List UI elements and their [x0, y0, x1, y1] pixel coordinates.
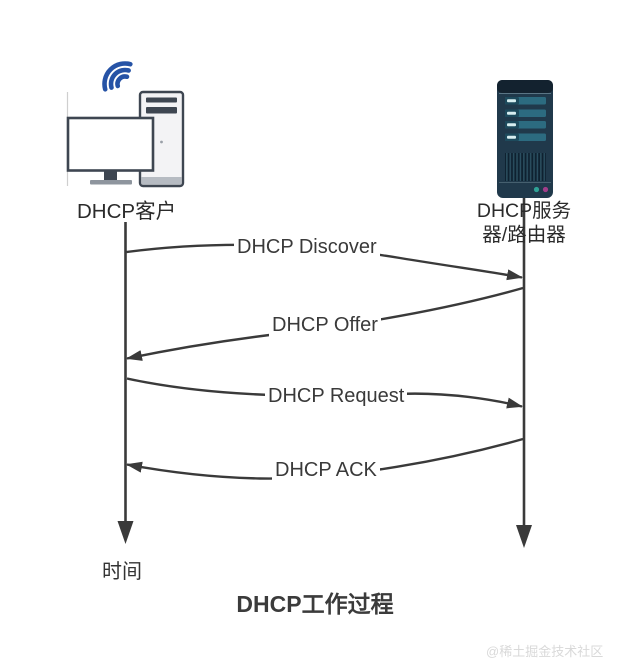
server-vent-grille — [505, 153, 546, 181]
desktop-computer-icon — [66, 90, 185, 188]
server-icon — [497, 80, 553, 198]
tower-base-strip — [141, 177, 182, 185]
monitor-stand-neck — [104, 170, 117, 180]
message-label-dhcp-request: DHCP Request — [265, 385, 408, 408]
diagram-title: DHCP工作过程 — [236, 591, 394, 617]
time-axis-label: 时间 — [102, 561, 142, 583]
message-arrows — [126, 243, 524, 480]
monitor-screen — [66, 116, 155, 172]
tower-power-button — [160, 140, 163, 144]
message-label-dhcp-offer: DHCP Offer — [269, 314, 381, 337]
watermark-text: @稀土掘金技术社区 — [486, 644, 604, 659]
lifelines — [117, 198, 532, 548]
client-lifeline-arrow-icon — [117, 521, 134, 544]
tower-vent-2 — [146, 107, 177, 114]
server-top-cap — [497, 80, 553, 93]
server-drive-bays — [505, 97, 546, 141]
tower-vent-1 — [146, 97, 177, 103]
server-led-green — [533, 186, 540, 193]
client-actor-label: DHCP客户 — [77, 200, 177, 223]
message-label-dhcp-ack: DHCP ACK — [272, 459, 380, 482]
wifi-icon — [102, 61, 133, 92]
server-lifeline-arrow-icon — [516, 525, 532, 548]
server-led-magenta — [542, 186, 549, 193]
monitor-stand-base — [90, 180, 132, 185]
message-label-dhcp-discover: DHCP Discover — [234, 236, 380, 259]
server-actor-label: DHCP服务器/路由器 — [476, 200, 572, 246]
